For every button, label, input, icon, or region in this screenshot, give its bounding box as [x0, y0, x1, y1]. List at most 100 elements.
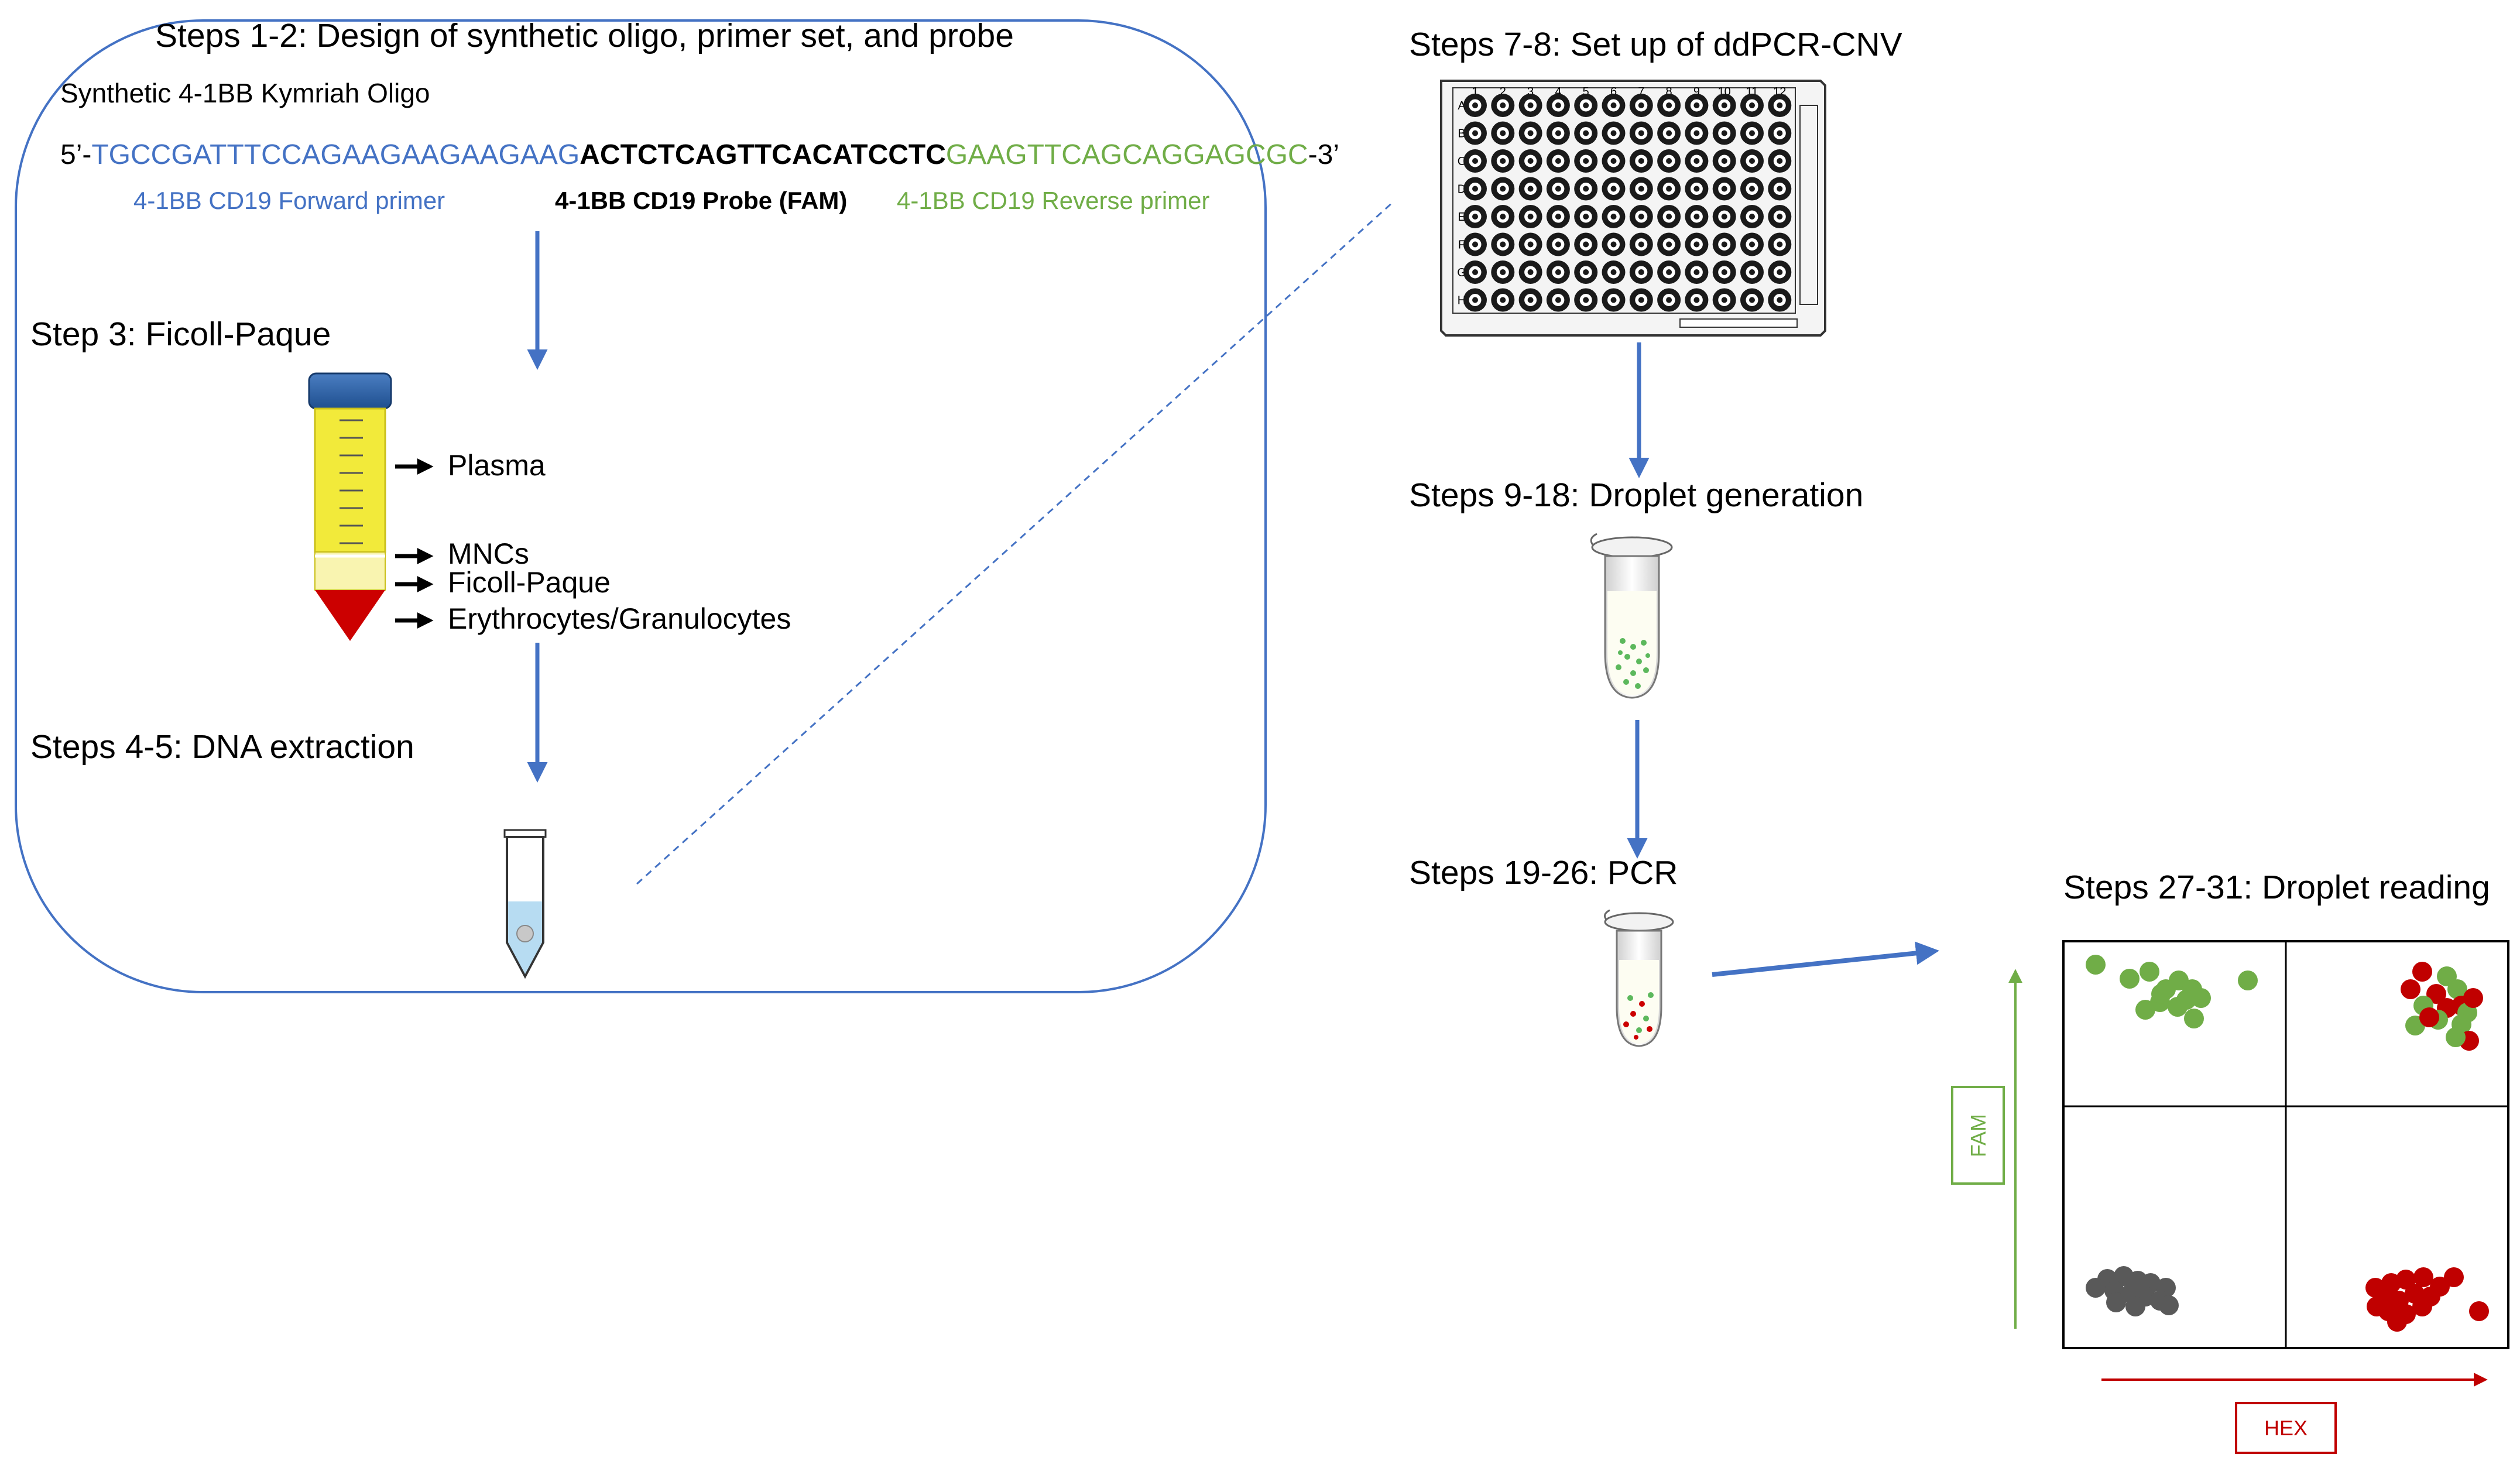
oligo-name: Synthetic 4-1BB Kymriah Oligo: [60, 78, 430, 108]
plate-well-center: [1555, 214, 1561, 220]
droplet-point: [2444, 1267, 2464, 1287]
step78-title: Steps 7-8: Set up of ddPCR-CNV: [1409, 26, 1902, 63]
plate-well-center: [1721, 130, 1727, 136]
plate-well-center: [1693, 241, 1700, 248]
droplet-point: [2446, 1027, 2466, 1047]
seq-suffix: -3’: [1308, 139, 1339, 170]
droplet-point: [2412, 1297, 2432, 1316]
droplet-point: [2086, 955, 2106, 975]
plate-well-center: [1749, 297, 1755, 303]
plate-well-center: [1749, 102, 1755, 108]
droplet-reading-plot: [2062, 940, 2509, 1349]
plate-well-center: [1693, 102, 1700, 108]
droplet-point: [2106, 1292, 2126, 1312]
plate-well-center: [1583, 269, 1589, 275]
plate-well-center: [1749, 130, 1755, 136]
plate-well-center: [1555, 186, 1561, 192]
plate-well-center: [1610, 130, 1617, 136]
droplet-point: [2238, 971, 2258, 990]
droplet-point: [2447, 979, 2467, 999]
plate-row-label: B: [1458, 128, 1465, 140]
plate-col-label: 8: [1666, 85, 1672, 98]
plate-well-center: [1583, 241, 1589, 248]
plate-well-center: [1583, 130, 1589, 136]
label-probe: 4-1BB CD19 Probe (FAM): [555, 187, 847, 214]
plate-well-center: [1721, 241, 1727, 248]
plate-well-center: [1610, 214, 1617, 220]
plate-well-center: [1693, 214, 1700, 220]
plate-well-center: [1666, 241, 1672, 248]
plate-well-center: [1583, 102, 1589, 108]
plate-well-center: [1500, 158, 1506, 164]
plate-well-center: [1666, 130, 1672, 136]
plate-well-center: [1666, 186, 1672, 192]
plate-well-center: [1583, 186, 1589, 192]
plate-row-label: E: [1458, 211, 1465, 224]
plate-well-center: [1721, 186, 1727, 192]
plate-well-center: [1472, 297, 1478, 303]
plate-well-center: [1777, 186, 1783, 192]
droplet-point: [2140, 962, 2159, 982]
plate-well-center: [1638, 102, 1644, 108]
layer-label-mncs: MNCs: [448, 537, 529, 570]
droplet-point: [2125, 1297, 2145, 1316]
plate-well-center: [1777, 214, 1783, 220]
plate-well-center: [1472, 102, 1478, 108]
oligo-sequence: 5’-TGCCGATTTCCAGAAGAAGAAGAAGACTCTCAGTTCA…: [60, 139, 1339, 170]
plate-well-center: [1721, 297, 1727, 303]
plate-well-center: [1500, 214, 1506, 220]
plate-well-center: [1472, 186, 1478, 192]
y-axis-label: FAM: [1966, 1114, 1990, 1157]
falcon-tube-icon: [308, 372, 392, 641]
plate-well-center: [1527, 102, 1534, 108]
plate-well-center: [1583, 214, 1589, 220]
plate-well-center: [1666, 158, 1672, 164]
plate-well-center: [1721, 269, 1727, 275]
seq-probe: ACTCTCAGTTCACATCCTC: [580, 139, 946, 170]
droplet-point: [2120, 969, 2140, 989]
plate-well-center: [1500, 241, 1506, 248]
droplet-point: [2159, 1295, 2179, 1315]
plate-well-center: [1472, 241, 1478, 248]
layer-label-plasma: Plasma: [448, 449, 546, 482]
droplet-point: [2367, 1297, 2387, 1316]
plate-well-center: [1555, 158, 1561, 164]
droplet-point: [2469, 1301, 2489, 1321]
droplet-point: [2412, 962, 2432, 982]
plate-well-center: [1527, 186, 1534, 192]
plate-well-center: [1555, 297, 1561, 303]
plate-well-center: [1638, 269, 1644, 275]
plate-well-center: [1583, 297, 1589, 303]
y-axis-label-box: [1951, 1086, 2005, 1185]
plate-well-center: [1777, 297, 1783, 303]
step2731-title: Steps 27-31: Droplet reading: [2063, 869, 2490, 906]
plate-well-center: [1666, 297, 1672, 303]
plate-well-center: [1500, 102, 1506, 108]
plate-well-center: [1500, 130, 1506, 136]
droplet-point: [2086, 1278, 2106, 1298]
plate-well-center: [1666, 269, 1672, 275]
plate-well-center: [1638, 214, 1644, 220]
plate-well-center: [1527, 297, 1534, 303]
droplet-point: [2387, 1312, 2407, 1332]
plate-col-label: 4: [1555, 85, 1561, 98]
plate-well-center: [1610, 158, 1617, 164]
plate-well-center: [1610, 186, 1617, 192]
seq-prefix: 5’-: [60, 139, 91, 170]
plate-col-label: 1: [1472, 85, 1478, 98]
label-reverse-primer: 4-1BB CD19 Reverse primer: [897, 187, 1210, 214]
plate-well-center: [1610, 269, 1617, 275]
droplet-point: [2176, 990, 2196, 1010]
plate-well-center: [1527, 241, 1534, 248]
plate-well-center: [1527, 214, 1534, 220]
panel-1-frame: [15, 19, 1267, 993]
plate-well-center: [1693, 269, 1700, 275]
plate-well-center: [1749, 158, 1755, 164]
plate-well-center: [1638, 130, 1644, 136]
plate-well-center: [1555, 241, 1561, 248]
droplet-point: [2151, 984, 2171, 1004]
plate-well-center: [1500, 297, 1506, 303]
pcr-tube-icon: [1603, 909, 1674, 1047]
